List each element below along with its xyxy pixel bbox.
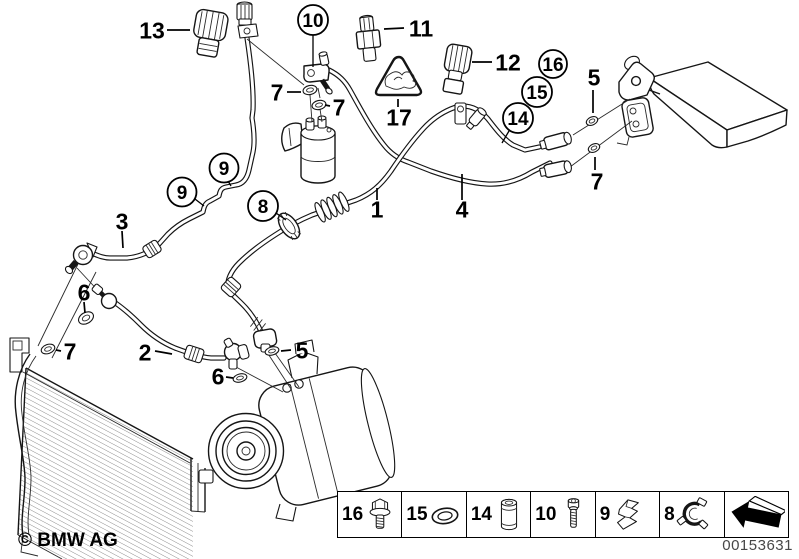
bmw-copyright: © BMW AG [18, 530, 118, 551]
callout-13[interactable]: 13 [139, 18, 165, 44]
callout-circle-14[interactable] [502, 102, 534, 134]
sealing-cap-13 [193, 8, 229, 58]
spring-clip-icon [617, 498, 640, 530]
leader-lines [55, 27, 596, 379]
hose-end-fitting [223, 337, 250, 370]
callout-3[interactable]: 3 [116, 209, 129, 235]
callout-11[interactable]: 11 [409, 16, 434, 42]
condenser-illustration [9, 337, 214, 559]
callout-circle-10[interactable] [297, 4, 329, 36]
pipe-3-pressure-line [91, 35, 257, 261]
pipe1-service-port [466, 107, 487, 130]
clamp-icon [676, 496, 708, 529]
callout-14[interactable]: 14 [507, 109, 529, 130]
screw-icon [568, 497, 580, 528]
callout-5-evaporator[interactable]: 5 [588, 65, 601, 91]
callout-5-compressor[interactable]: 5 [296, 338, 309, 364]
callout-labels: 1 2 3 4 5 5 6 6 7 7 7 7 11 12 13 17 8 9 … [64, 4, 604, 390]
callout-7-evaporator[interactable]: 7 [591, 169, 604, 195]
evaporator-illustration [648, 61, 788, 149]
callout-2[interactable]: 2 [139, 340, 152, 366]
callout-9-lower[interactable]: 9 [177, 183, 188, 204]
valve-cap-icon [500, 498, 518, 530]
muffler-section [314, 191, 350, 223]
callout-6-compressor[interactable]: 6 [212, 364, 225, 390]
callout-7-condenser[interactable]: 7 [64, 339, 77, 365]
diagram-number: 00153631 [722, 537, 793, 554]
callout-4[interactable]: 4 [456, 197, 469, 223]
callout-9-upper[interactable]: 9 [219, 159, 230, 180]
legend-label-8: 8 [664, 504, 675, 525]
callout-10[interactable]: 10 [302, 11, 323, 32]
pipe-coupling [220, 276, 242, 298]
legend-cell-9[interactable]: 9 [596, 492, 661, 537]
washer-icon [431, 506, 459, 524]
callout-16[interactable]: 16 [542, 55, 563, 76]
condenser-elbow-fitting [64, 242, 98, 275]
legend-label-16: 16 [342, 504, 364, 525]
pipe-2-hose [111, 299, 227, 361]
o-ring-seals [40, 84, 601, 383]
legend-cell-10[interactable]: 10 [531, 492, 596, 537]
callout-circle-9b[interactable] [166, 176, 198, 208]
callout-circle-8[interactable] [247, 190, 279, 222]
legend-cell-16[interactable]: 16 [338, 492, 403, 537]
callout-circle-9a[interactable] [208, 152, 240, 184]
pressure-switch-11 [355, 14, 382, 62]
hardware-legend: 16 15 14 10 [337, 491, 789, 538]
legend-cell-8[interactable]: 8 [660, 492, 725, 537]
dryer-illustration [281, 115, 336, 184]
hose-start-fitting [91, 283, 118, 310]
pipe-coupling [142, 239, 162, 259]
callout-1[interactable]: 1 [371, 197, 384, 223]
legend-label-9: 9 [599, 504, 611, 525]
evaporator-pipe-fitting-lower [539, 160, 572, 179]
direction-arrow-icon [731, 495, 786, 528]
grommet [276, 211, 302, 241]
callout-circle-16[interactable] [538, 49, 568, 79]
callout-17[interactable]: 17 [386, 105, 412, 131]
pipe-4-liquid-line [326, 67, 553, 187]
valve-cap-12 [442, 43, 473, 95]
legend-label-14: 14 [470, 504, 492, 525]
callout-7-dryer-right[interactable]: 7 [333, 95, 346, 121]
legend-cell-14[interactable]: 14 [467, 492, 532, 537]
callout-7-dryer-left[interactable]: 7 [271, 80, 284, 106]
callout-15[interactable]: 15 [526, 83, 548, 104]
evaporator-bracket [616, 55, 661, 146]
callout-8[interactable]: 8 [258, 197, 269, 218]
refrigerant-warning-triangle [374, 55, 423, 97]
legend-cell-arrow[interactable] [725, 492, 788, 537]
callout-6-condenser[interactable]: 6 [78, 280, 91, 306]
charge-valve-elbow [303, 51, 333, 95]
hose-coupling [183, 344, 205, 364]
legend-label-10: 10 [535, 504, 557, 525]
legend-cell-15[interactable]: 15 [402, 492, 467, 537]
pipe1-bracket-tab [454, 102, 467, 125]
evaporator-pipe-fitting-upper [539, 131, 572, 151]
legend-label-15: 15 [406, 504, 428, 525]
callout-circle-15[interactable] [521, 76, 553, 108]
service-valve-top [236, 1, 259, 39]
callout-12[interactable]: 12 [495, 50, 521, 76]
flange-bolt-icon [369, 497, 391, 529]
